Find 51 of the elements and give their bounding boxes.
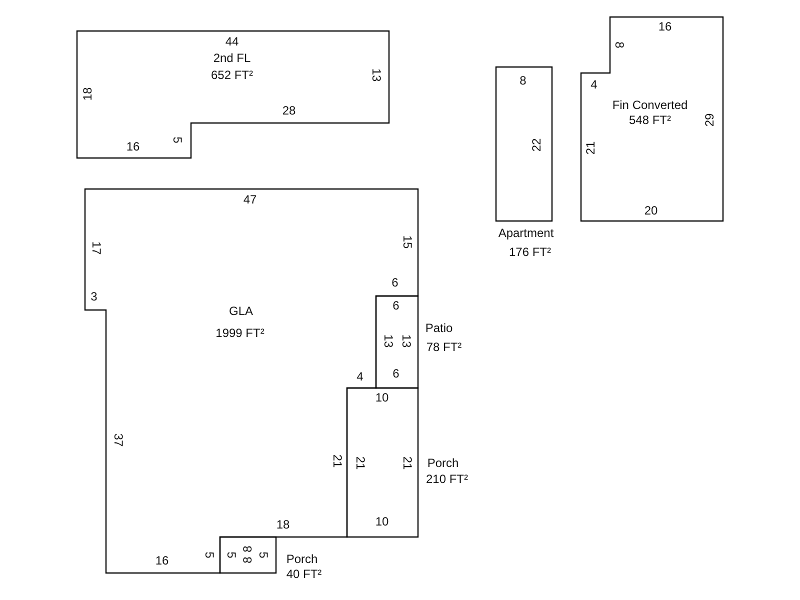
dimension-label: 5 bbox=[202, 552, 216, 558]
dimension-label: 13 bbox=[370, 68, 382, 82]
dimension-label: 17 bbox=[90, 241, 102, 255]
dimension-label: 5 bbox=[224, 552, 238, 558]
dimension-label: 29 bbox=[704, 113, 716, 127]
dimension-label: 21 bbox=[584, 141, 598, 155]
dimension-label: 4 bbox=[590, 78, 598, 92]
dimension-label: 3 bbox=[90, 290, 98, 304]
room-name: Fin Converted bbox=[612, 98, 688, 112]
dimension-label: 5 bbox=[256, 552, 270, 558]
dimension-label: 13 bbox=[382, 334, 394, 348]
room-name: 2nd FL bbox=[213, 51, 251, 65]
dimension-label: 8 bbox=[242, 546, 254, 552]
area-label: 78 FT² bbox=[426, 340, 462, 354]
dimension-label: 18 bbox=[82, 87, 94, 101]
dimension-label: 8 bbox=[520, 74, 526, 88]
dimension-label: 6 bbox=[392, 368, 400, 380]
dimension-label: 44 bbox=[225, 36, 239, 48]
room-name: GLA bbox=[229, 304, 253, 318]
dimension-label: 10 bbox=[375, 392, 389, 404]
dimension-label: 6 bbox=[392, 300, 400, 312]
dimension-label: 47 bbox=[243, 194, 257, 206]
dimension-label: 21 bbox=[400, 456, 414, 470]
area-label: 1999 FT² bbox=[216, 326, 264, 340]
area-label: 210 FT² bbox=[426, 472, 468, 486]
area-label: 176 FT² bbox=[509, 245, 551, 259]
dimension-label: 37 bbox=[112, 433, 124, 447]
dimension-label: 21 bbox=[354, 456, 366, 470]
room-name: Apartment bbox=[498, 226, 554, 240]
dimension-label: 21 bbox=[330, 454, 344, 468]
dimension-label: 4 bbox=[356, 370, 364, 384]
area-label: 652 FT² bbox=[211, 68, 253, 82]
dimension-label: 15 bbox=[400, 235, 414, 249]
dimension-label: 13 bbox=[400, 334, 412, 348]
dimension-label: 6 bbox=[392, 276, 398, 290]
dimension-label: 22 bbox=[530, 138, 544, 152]
room-name: Porch bbox=[286, 552, 318, 566]
dimension-label: 16 bbox=[126, 140, 140, 154]
room-name: Patio bbox=[425, 321, 453, 335]
dimension-label: 16 bbox=[155, 554, 169, 568]
dimension-label: 8 bbox=[612, 42, 626, 48]
dimension-label: 5 bbox=[170, 136, 184, 144]
dimension-label: 28 bbox=[282, 104, 296, 118]
dimension-label: 16 bbox=[658, 20, 672, 34]
dimension-label: 18 bbox=[276, 518, 290, 532]
dimension-label: 8 bbox=[242, 556, 254, 564]
dimension-label: 20 bbox=[644, 204, 658, 218]
dimension-label: 10 bbox=[375, 516, 389, 528]
area-label: 40 FT² bbox=[286, 567, 322, 581]
area-label: 548 FT² bbox=[629, 113, 671, 127]
room-name: Porch bbox=[427, 456, 459, 470]
